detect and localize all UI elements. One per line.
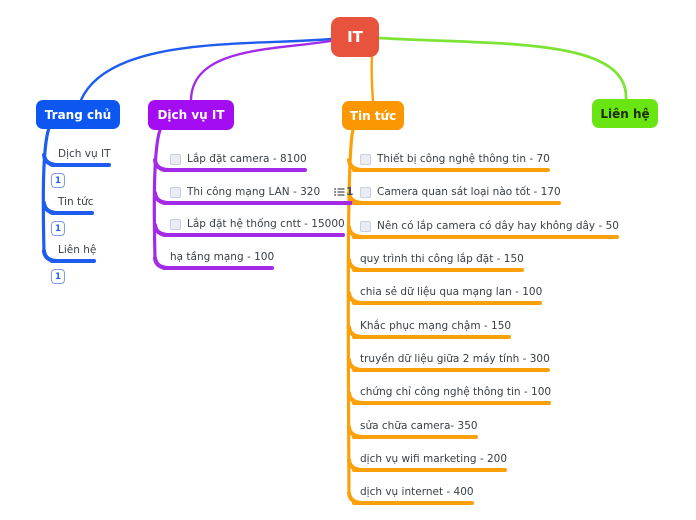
mindmap-item[interactable]: Camera quan sát loại nào tốt - 170 xyxy=(352,185,568,205)
item-label[interactable]: Tin tức xyxy=(58,196,94,208)
branch-node-dich-vu-it[interactable]: Dịch vụ IT xyxy=(148,100,234,130)
item-underline xyxy=(352,468,508,472)
branch-node-label: Tin tức xyxy=(349,108,397,123)
checkbox-icon[interactable] xyxy=(360,220,371,232)
mindmap-item[interactable]: dịch vụ wifi marketing - 200 xyxy=(352,452,514,472)
item-underline xyxy=(352,335,512,339)
item-underline xyxy=(162,266,275,270)
item-label[interactable]: Lắp đặt hệ thống cntt - 15000 xyxy=(187,218,345,230)
checkbox-icon[interactable] xyxy=(360,186,371,198)
mindmap-item[interactable]: Nên có lắp camera có dây hay không dây -… xyxy=(352,219,626,239)
item-label[interactable]: Nên có lắp camera có dây hay không dây -… xyxy=(377,220,619,232)
checkbox-icon[interactable] xyxy=(360,153,371,165)
item-underline xyxy=(352,501,474,505)
mindmap-item[interactable]: chứng chỉ công nghệ thông tin - 100 xyxy=(352,385,558,405)
mindmap-item[interactable]: Thiết bị công nghệ thông tin - 70 xyxy=(352,152,557,172)
item-underline xyxy=(352,268,524,272)
item-label[interactable]: dịch vụ internet - 400 xyxy=(360,486,474,498)
item-underline xyxy=(352,401,552,405)
checkbox-icon[interactable] xyxy=(170,218,181,230)
count-badge[interactable]: 1 xyxy=(51,221,65,236)
branch-connector-dich-vu-it xyxy=(189,39,333,102)
root-node-it[interactable]: IT xyxy=(331,17,379,57)
count-badge[interactable]: 1 xyxy=(51,269,65,284)
item-label[interactable]: hạ tầng mạng - 100 xyxy=(170,251,275,263)
item-underline xyxy=(50,163,111,167)
item-label[interactable]: Thi công mạng LAN - 320 xyxy=(187,186,321,198)
item-label[interactable]: quy trình thi công lắp đặt - 150 xyxy=(360,253,524,265)
item-underline xyxy=(352,301,543,305)
mindmap-item[interactable]: dịch vụ internet - 400 xyxy=(352,485,481,505)
item-underline xyxy=(352,201,561,205)
branch-node-label: Liên hệ xyxy=(600,106,650,121)
mindmap-item[interactable]: quy trình thi công lắp đặt - 150 xyxy=(352,252,531,272)
item-label[interactable]: Lắp đặt camera - 8100 xyxy=(187,153,307,165)
branch-node-label: Dịch vụ IT xyxy=(157,108,225,122)
item-underline xyxy=(352,235,619,239)
branch-node-tin-tuc[interactable]: Tin tức xyxy=(342,101,404,130)
item-label[interactable]: Dịch vụ IT xyxy=(58,148,111,160)
root-node-label: IT xyxy=(347,28,363,46)
item-underline xyxy=(352,368,550,372)
item-underline xyxy=(352,168,550,172)
mindmap-item[interactable]: Lắp đặt camera - 8100 xyxy=(162,152,314,172)
branch-node-trang-chu[interactable]: Trang chủ xyxy=(36,100,120,129)
item-underline xyxy=(50,259,97,263)
list-count-icon[interactable]: 1 xyxy=(334,186,353,198)
mindmap-item[interactable]: Dịch vụ IT 1 xyxy=(50,147,118,188)
branch-connector-trang-chu xyxy=(79,37,333,102)
branch-connector-lien-he xyxy=(377,36,628,101)
mindmap-item[interactable]: chia sẻ dữ liệu qua mạng lan - 100 xyxy=(352,285,549,305)
mindmap-item[interactable]: Tin tức 1 xyxy=(50,195,101,236)
item-label[interactable]: sửa chữa camera- 350 xyxy=(360,420,478,432)
item-underline xyxy=(162,201,354,205)
item-label[interactable]: chứng chỉ công nghệ thông tin - 100 xyxy=(360,386,552,398)
branch-connector-tin-tuc xyxy=(370,55,375,103)
checkbox-icon[interactable] xyxy=(170,186,181,198)
checkbox-icon[interactable] xyxy=(170,153,181,165)
branch-node-label: Trang chủ xyxy=(44,107,112,122)
branch-spine-dich-vu-it xyxy=(152,128,162,261)
mindmap-item[interactable]: Liên hệ 1 xyxy=(50,243,103,284)
item-label[interactable]: dịch vụ wifi marketing - 200 xyxy=(360,453,508,465)
mindmap-item[interactable]: hạ tầng mạng - 100 xyxy=(162,250,281,270)
mindmap-item[interactable]: Thi công mạng LAN - 320 1 xyxy=(162,185,360,205)
item-label[interactable]: Liên hệ xyxy=(58,244,97,256)
item-label[interactable]: Camera quan sát loại nào tốt - 170 xyxy=(377,186,561,198)
item-underline xyxy=(162,233,345,237)
mindmap-item[interactable]: Khắc phục mạng chậm - 150 xyxy=(352,319,518,339)
branch-spine-trang-chu xyxy=(41,126,51,255)
item-label[interactable]: Thiết bị công nghệ thông tin - 70 xyxy=(377,153,550,165)
item-underline xyxy=(352,435,478,439)
list-count-value: 1 xyxy=(346,186,354,198)
item-label[interactable]: Khắc phục mạng chậm - 150 xyxy=(360,320,512,332)
branch-node-lien-he[interactable]: Liên hệ xyxy=(592,99,658,128)
item-underline xyxy=(50,211,94,215)
item-label[interactable]: truyền dữ liệu giữa 2 máy tính - 300 xyxy=(360,353,550,365)
mindmap-item[interactable]: Lắp đặt hệ thống cntt - 15000 xyxy=(162,217,352,237)
item-underline xyxy=(162,168,307,172)
mindmap-item[interactable]: truyền dữ liệu giữa 2 máy tính - 300 xyxy=(352,352,557,372)
item-label[interactable]: chia sẻ dữ liệu qua mạng lan - 100 xyxy=(360,286,543,298)
count-badge[interactable]: 1 xyxy=(51,173,65,188)
mindmap-item[interactable]: sửa chữa camera- 350 xyxy=(352,419,485,439)
